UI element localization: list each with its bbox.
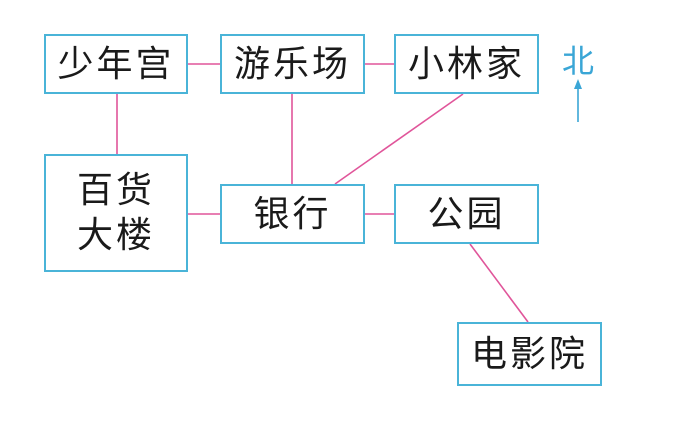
node-label-line2: 大楼 (76, 215, 155, 256)
node-label: 游乐场 (233, 43, 351, 85)
edge-gongyuan-dianyingyuan (469, 243, 529, 323)
north-label: 北 (562, 42, 595, 80)
node-label: 电影院 (470, 333, 588, 375)
node-youlechang: 游乐场 (220, 34, 365, 94)
node-shaoniangong: 少年宫 (44, 34, 188, 94)
up-arrow-icon (574, 79, 582, 122)
node-baihuodalou: 百货 大楼 (44, 154, 188, 272)
node-label: 公园 (427, 193, 506, 235)
connectors (116, 63, 529, 323)
node-label: 小林家 (407, 43, 525, 85)
node-dianyingyuan: 电影院 (457, 322, 602, 386)
node-label: 少年宫 (57, 43, 175, 85)
node-yinhang: 银行 (220, 184, 365, 244)
node-label-line1: 百货 (76, 170, 155, 211)
node-label: 银行 (253, 193, 332, 235)
node-gongyuan: 公园 (394, 184, 539, 244)
edge-xiaolinjia-yinhang (334, 93, 464, 185)
node-xiaolinjia: 小林家 (394, 34, 539, 94)
